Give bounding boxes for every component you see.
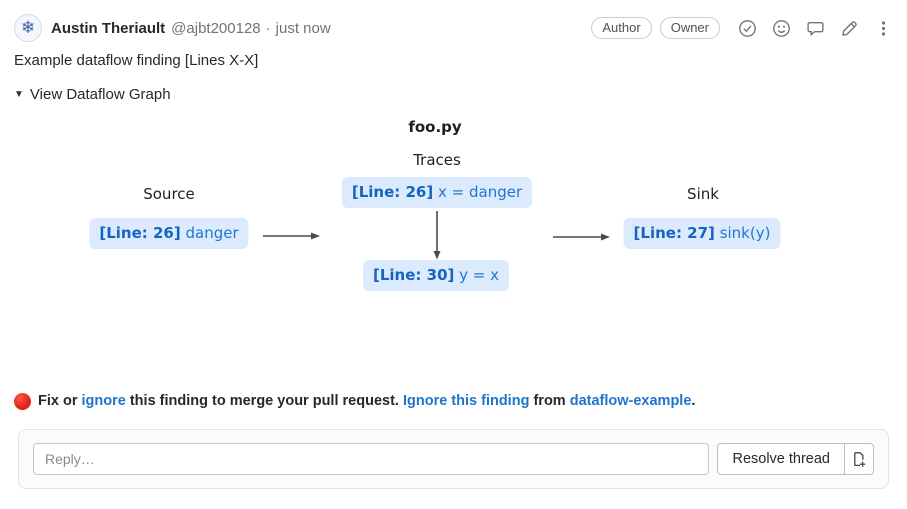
dataflow-graph: foo.py Traces Source Sink [Line: 26] dan… bbox=[0, 105, 907, 383]
traces-column-label: Traces bbox=[413, 151, 461, 169]
trace-top-node-line: [Line: 26] bbox=[351, 183, 434, 201]
source-column-label: Source bbox=[143, 185, 195, 203]
ignore-this-finding-link[interactable]: Ignore this finding bbox=[402, 393, 530, 409]
create-issue-icon bbox=[854, 451, 866, 467]
trace-top-node[interactable]: [Line: 26] x = danger bbox=[341, 177, 533, 208]
sink-node[interactable]: [Line: 27] sink(y) bbox=[623, 218, 781, 249]
ruleset-link[interactable]: dataflow-example bbox=[569, 393, 692, 409]
trace-bottom-node[interactable]: [Line: 30] y = x bbox=[363, 260, 509, 291]
user-avatar[interactable]: ❄ bbox=[14, 14, 42, 42]
reply-container: Resolve thread bbox=[18, 429, 889, 489]
sink-node-line: [Line: 27] bbox=[633, 224, 715, 242]
reply-input[interactable] bbox=[33, 443, 710, 475]
ignore-link[interactable]: ignore bbox=[81, 393, 126, 409]
comment-icon[interactable] bbox=[806, 19, 825, 38]
warning-text: Fix or ignore this finding to merge your… bbox=[38, 391, 695, 412]
emoji-reaction-icon[interactable] bbox=[772, 19, 791, 38]
sink-column-label: Sink bbox=[687, 185, 719, 203]
warning-from: from bbox=[529, 393, 570, 409]
source-node[interactable]: [Line: 26] danger bbox=[89, 218, 249, 249]
trace-top-node-code: x = danger bbox=[438, 183, 523, 201]
dataflow-graph-toggle-label: View Dataflow Graph bbox=[29, 86, 171, 103]
source-node-line: [Line: 26] bbox=[99, 224, 181, 242]
create-issue-button[interactable] bbox=[844, 443, 874, 475]
author-handle[interactable]: @ajbt200128 bbox=[171, 19, 261, 37]
warning-fix-or: Fix or bbox=[38, 393, 82, 409]
warning-period: . bbox=[691, 393, 696, 409]
timestamp[interactable]: just now bbox=[275, 19, 331, 37]
author-badge: Author bbox=[591, 17, 652, 39]
merge-warning: Fix or ignore this finding to merge your… bbox=[14, 391, 893, 412]
status-check-icon[interactable] bbox=[738, 19, 757, 38]
comment-header: ❄ Austin Theriault @ajbt200128 · just no… bbox=[14, 14, 893, 42]
resolve-button-group: Resolve thread bbox=[717, 443, 874, 475]
owner-badge: Owner bbox=[659, 17, 720, 39]
sink-node-code: sink(y) bbox=[719, 224, 771, 242]
trace-down-arrow bbox=[433, 211, 441, 260]
trace-bottom-node-code: y = x bbox=[459, 266, 499, 284]
graph-file-title: foo.py bbox=[408, 118, 462, 136]
source-to-trace-arrow bbox=[263, 232, 320, 240]
more-actions-icon[interactable] bbox=[874, 19, 893, 38]
red-circle-icon bbox=[14, 393, 31, 410]
resolve-thread-button[interactable]: Resolve thread bbox=[717, 443, 845, 475]
comment-actions bbox=[738, 19, 893, 38]
chevron-down-icon: ▼ bbox=[14, 89, 24, 100]
trace-to-sink-arrow bbox=[553, 233, 610, 241]
trace-bottom-node-line: [Line: 30] bbox=[373, 266, 455, 284]
meta-separator: · bbox=[265, 19, 271, 37]
dataflow-graph-toggle[interactable]: ▼ View Dataflow Graph bbox=[14, 85, 893, 105]
author-name[interactable]: Austin Theriault bbox=[51, 19, 166, 37]
warning-middle: this finding to merge your pull request. bbox=[125, 393, 403, 409]
comment-body: Example dataflow finding [Lines X-X] bbox=[14, 52, 259, 69]
edit-icon[interactable] bbox=[840, 19, 859, 38]
source-node-code: danger bbox=[185, 224, 239, 242]
